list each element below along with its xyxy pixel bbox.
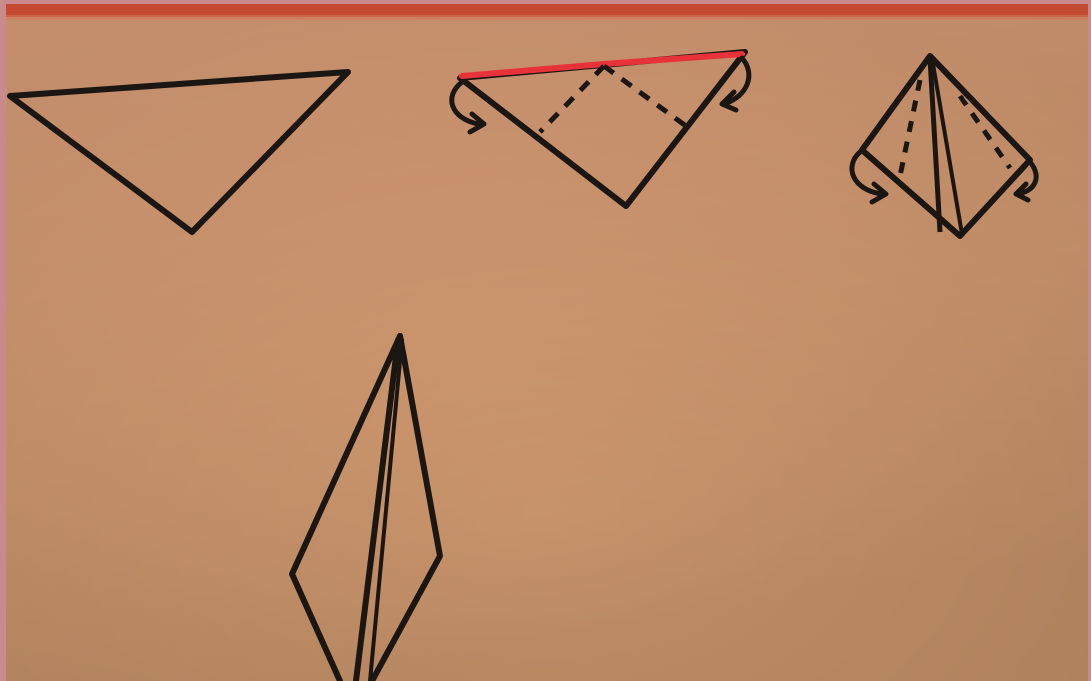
paper-sheet	[6, 4, 1088, 681]
